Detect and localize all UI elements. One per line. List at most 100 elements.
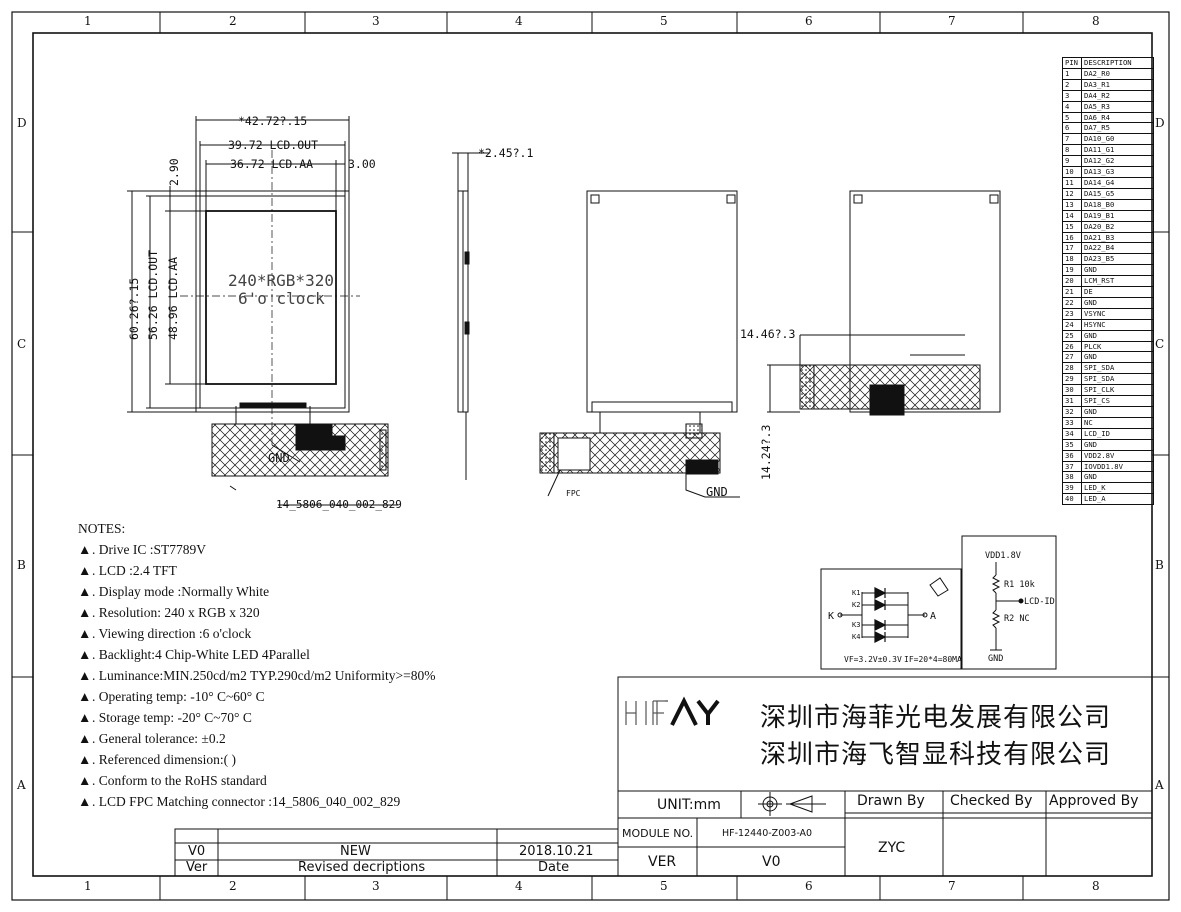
triangle-icon: ▲ bbox=[78, 731, 92, 746]
ver-value: V0 bbox=[762, 854, 781, 870]
pin-number: 10 bbox=[1062, 166, 1082, 178]
note-item: ▲. Conform to the RoHS standard bbox=[78, 770, 435, 791]
pin-description: DE bbox=[1081, 286, 1154, 298]
triangle-icon: ▲ bbox=[78, 668, 92, 683]
pin-number: 36 bbox=[1062, 449, 1082, 462]
pin-description: DA6_R4 bbox=[1081, 111, 1154, 124]
pin-description: DA19_B1 bbox=[1081, 209, 1154, 222]
pin-description: GND bbox=[1081, 438, 1154, 451]
dim-height-out: 56.26 LCD.OUT bbox=[146, 250, 160, 340]
drawer-name: ZYC bbox=[878, 840, 906, 856]
dim-right: 3.00 bbox=[348, 157, 376, 171]
row-label-c: C bbox=[17, 337, 27, 351]
col-label-bottom-8: 8 bbox=[1092, 879, 1100, 893]
vdd-label: VDD1.8V bbox=[985, 551, 1021, 561]
pin-description: DA10_G0 bbox=[1081, 133, 1154, 146]
pin-number: 7 bbox=[1062, 133, 1082, 146]
pin-table-header: PIN DESCRIPTION bbox=[1062, 57, 1154, 69]
gnd-label-id: GND bbox=[988, 654, 1003, 664]
pin-number: 5 bbox=[1062, 111, 1082, 124]
pin-number: 6 bbox=[1062, 122, 1082, 135]
note-text: . Resolution: 240 x RGB x 320 bbox=[92, 605, 260, 620]
dim-lcd-out: 39.72 LCD.OUT bbox=[228, 138, 318, 152]
pin-description: DA18_B0 bbox=[1081, 198, 1154, 211]
col-label-bottom-2: 2 bbox=[229, 879, 237, 893]
pin-description: DA5_R3 bbox=[1081, 100, 1154, 113]
pin-description: VDD2.8V bbox=[1081, 449, 1154, 462]
pin-number: 16 bbox=[1062, 231, 1082, 244]
rev-date-header: Date bbox=[538, 860, 570, 875]
pin-description: LED_K bbox=[1081, 482, 1154, 495]
r1-label: R1 10k bbox=[1004, 580, 1035, 590]
rev-desc: NEW bbox=[340, 844, 371, 859]
r2-label: R2 NC bbox=[1004, 614, 1030, 624]
title-block bbox=[617, 676, 1153, 877]
grid-ticks bbox=[12, 12, 1169, 900]
gnd-label-front: GND bbox=[268, 451, 290, 465]
unit-label: UNIT:mm bbox=[657, 797, 721, 813]
pin-description: DA7_R5 bbox=[1081, 122, 1154, 135]
note-text: . Operating temp: -10° C~60° C bbox=[92, 689, 265, 704]
pin-number: 12 bbox=[1062, 187, 1082, 200]
pin-description: GND bbox=[1081, 471, 1154, 484]
desc-header: DESCRIPTION bbox=[1081, 57, 1154, 69]
note-item: ▲. Storage temp: -20° C~70° C bbox=[78, 707, 435, 728]
front-view bbox=[127, 116, 398, 506]
note-text: . Luminance:MIN.250cd/m2 TYP.290cd/m2 Un… bbox=[92, 668, 436, 683]
pin-number: 40 bbox=[1062, 493, 1082, 506]
col-label-bottom-1: 1 bbox=[84, 879, 92, 893]
note-text: . Display mode :Normally White bbox=[92, 584, 270, 599]
pin-description: DA21_B3 bbox=[1081, 231, 1154, 244]
triangle-icon: ▲ bbox=[78, 542, 92, 557]
dim-height-total: 60.26?.15 bbox=[127, 278, 141, 340]
pin-description: LCD_ID bbox=[1081, 427, 1154, 440]
row-label-d: D bbox=[17, 116, 27, 130]
pin-number: 32 bbox=[1062, 406, 1082, 418]
pin-number: 30 bbox=[1062, 384, 1082, 397]
note-item: ▲. Viewing direction :6 o'clock bbox=[78, 623, 435, 644]
id-circuit bbox=[961, 535, 1057, 670]
pin-number: 21 bbox=[1062, 286, 1082, 298]
pin-number: 11 bbox=[1062, 176, 1082, 189]
module-no-label: MODULE NO. bbox=[622, 827, 694, 840]
note-text: . LCD :2.4 TFT bbox=[92, 563, 177, 578]
rev-ver-header: Ver bbox=[186, 860, 208, 875]
triangle-icon: ▲ bbox=[78, 647, 92, 662]
triangle-icon: ▲ bbox=[78, 605, 92, 620]
note-text: . LCD FPC Matching connector :14_5806_04… bbox=[92, 794, 401, 809]
right-view-labels: 14.46?.3 14.24?.3 bbox=[740, 327, 795, 480]
pin-description: DA22_B4 bbox=[1081, 242, 1154, 255]
pin-description: DA3_R1 bbox=[1081, 78, 1154, 91]
pin-number: 13 bbox=[1062, 198, 1082, 211]
pin-number: 2 bbox=[1062, 78, 1082, 91]
pin-description: DA15_G5 bbox=[1081, 187, 1154, 200]
col-label-bottom-5: 5 bbox=[660, 879, 668, 893]
pin-number: 23 bbox=[1062, 307, 1082, 320]
pin-number: 33 bbox=[1062, 416, 1082, 429]
pin-description: DA4_R2 bbox=[1081, 89, 1154, 102]
col-label-2: 2 bbox=[229, 14, 237, 28]
pin-header: PIN bbox=[1062, 57, 1082, 69]
front-view-labels: *42.72?.15 39.72 LCD.OUT 36.72 LCD.AA 3.… bbox=[127, 114, 402, 511]
row-label-a: A bbox=[17, 778, 26, 792]
pin-description: GND bbox=[1081, 351, 1154, 364]
back-view-labels: GND FPC bbox=[566, 485, 728, 499]
pin-description: GND bbox=[1081, 296, 1154, 309]
note-text: . Drive IC :ST7789V bbox=[92, 542, 206, 557]
